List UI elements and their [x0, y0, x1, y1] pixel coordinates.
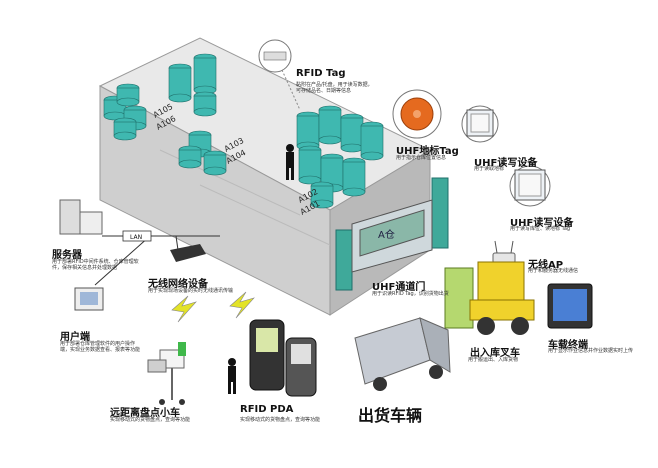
- uhf-reader-2-desc: 用于读写库位、读地标 Tag: [510, 226, 571, 232]
- truck-icon: [354, 317, 451, 391]
- server-desc: 用于部署RFID中间件系统、仓库管理软件，保存相关信息并处理数据: [52, 259, 139, 271]
- wireless-net-desc: 用于实现现场设备的实时无线通讯传输: [148, 288, 234, 294]
- forklift: [444, 261, 535, 335]
- uhf-reader-2-icon: [509, 165, 551, 207]
- wireless-ap-desc: 用于和服务器无线通信: [528, 268, 579, 274]
- lan-label: LAN: [130, 234, 142, 241]
- rfid-tag-title: RFID Tag: [296, 68, 346, 79]
- uhf-floor-tag-icon: [392, 89, 442, 139]
- wireless-ap-icon: [492, 240, 516, 264]
- uhf-gate: [335, 177, 449, 291]
- worker-figure-pda: [228, 358, 236, 394]
- uhf-reader-icon: [461, 105, 499, 143]
- vehicle-terminal-title: 车载终端: [548, 340, 588, 351]
- wireless-signal-icon: [171, 291, 255, 323]
- remote-cart-title: 远距离盘点小车: [110, 408, 180, 419]
- uhf-gate-title: UHF通道门: [372, 282, 426, 293]
- rfid-pda-icon: [249, 319, 317, 397]
- rfid-tag-callout: [258, 39, 301, 111]
- warehouse: [98, 37, 432, 316]
- uhf-reader-title: UHF读写设备: [474, 158, 538, 169]
- wireless-router-icon: [170, 235, 206, 262]
- lan-link: [94, 230, 220, 286]
- user-terminal-desc: 用于部署仓库管理软件的用户操作端，实现业务数据查看、报表等功能: [60, 341, 141, 353]
- user-terminal-icon: [74, 287, 104, 311]
- gate-sign: A仓: [378, 228, 395, 241]
- uhf-gate-desc: 用于识读RFID Tag，识别货物出货: [372, 291, 449, 297]
- server-title: 服务器: [52, 250, 82, 261]
- inventory-cart-icon: [147, 342, 186, 405]
- rfid-tag-desc: 黏附在产品/托盘，用于读写数据，可存储品名、日期等信息: [296, 82, 373, 94]
- uhf-reader-2-title: UHF读写设备: [510, 218, 574, 229]
- forklift-title: 出入库叉车: [470, 348, 520, 359]
- uhf-floor-tag-desc: 用于指示仓库位置信息: [396, 155, 447, 161]
- forklift-desc: 用于搬运出、入库货物: [468, 357, 519, 363]
- remote-cart-desc: 实现移动式的货物盘点，查询等功能: [110, 417, 191, 423]
- barrel-stack-left: [103, 53, 217, 141]
- wireless-ap-title: 无线AP: [528, 260, 564, 271]
- truck-title: 出货车辆: [358, 406, 423, 425]
- server-icon: [59, 199, 103, 235]
- rfid-pda-desc: 实现移动式的货物盘点，查询等功能: [240, 417, 321, 423]
- uhf-floor-tag-title: UHF地标Tag: [396, 146, 459, 157]
- vehicle-terminal-icon: [547, 283, 593, 329]
- uhf-reader-desc: 用于读取地标: [474, 166, 505, 172]
- vehicle-terminal-desc: 用于显示作业信息并作业数据实时上传: [548, 348, 634, 354]
- wireless-net-title: 无线网络设备: [148, 279, 208, 290]
- user-terminal-title: 用户端: [60, 332, 90, 343]
- rfid-pda-title: RFID PDA: [240, 404, 294, 415]
- worker-figure: [286, 144, 294, 180]
- barrel-stack-right: [296, 105, 384, 209]
- barrel-stack-middle: [178, 130, 227, 176]
